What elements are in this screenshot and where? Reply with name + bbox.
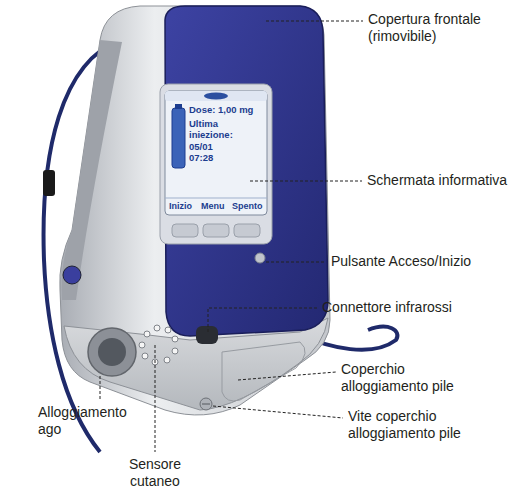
- needle-housing: [88, 328, 136, 376]
- screen-text: Dose: 1,00 mg: [189, 104, 253, 115]
- screen-button: [172, 224, 198, 237]
- callout-label: Coperchio alloggiamento pile: [341, 361, 491, 395]
- needle-opening: [98, 338, 126, 366]
- screw-slot: [202, 404, 210, 405]
- screen-text: Inizio: [169, 201, 192, 212]
- callout-label: Pulsante Acceso/Inizio: [331, 253, 471, 270]
- callout-label: Vite coperchio alloggiamento pile: [348, 408, 498, 442]
- screen-divider: [165, 198, 267, 199]
- front-cover: [165, 6, 328, 336]
- skin-sensor: [139, 325, 178, 365]
- battery-cover: [222, 342, 305, 401]
- callout-label: Sensore cutaneo: [115, 456, 195, 490]
- screen-button: [234, 224, 260, 237]
- vial-icon: [172, 108, 185, 168]
- lanyard-clip: [43, 170, 55, 196]
- screen-header: [165, 91, 267, 101]
- callout-label: Copertura frontale (rimovibile): [368, 11, 518, 45]
- battery-screw: [200, 398, 212, 410]
- callout-label: Alloggiamento ago: [38, 404, 138, 438]
- device-side: [62, 40, 122, 300]
- callout-label: Schermata informativa: [367, 172, 507, 189]
- logo-mark: [204, 93, 228, 100]
- screen-text: Menu: [201, 201, 225, 212]
- screen-text: Ultima iniezione: 05/01 07:28: [189, 118, 239, 164]
- device-shell: [60, 6, 330, 415]
- vial-cap: [175, 104, 182, 109]
- power-button: [255, 253, 265, 263]
- screen-button: [203, 224, 229, 237]
- screen-lcd: [165, 91, 267, 215]
- side-button: [63, 266, 81, 284]
- infrared-connector: [196, 326, 218, 344]
- callout-label: Connettore infrarossi: [322, 299, 452, 316]
- leader-lines: [100, 21, 363, 452]
- screen-text: Spento: [232, 201, 263, 212]
- screen-frame: [160, 84, 272, 244]
